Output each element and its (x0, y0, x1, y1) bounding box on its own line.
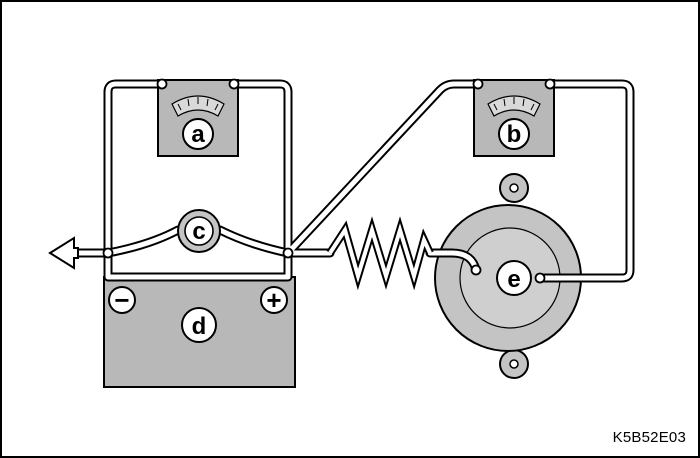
arrow-left-icon (48, 236, 79, 270)
positive-terminal-circle (260, 286, 288, 314)
figure-code: K5B52E03 (612, 429, 686, 446)
callout-a-label: a (191, 121, 205, 148)
meter-b-scale-ticks (493, 97, 535, 111)
positive-terminal-label: + (266, 285, 281, 315)
callout-d-label: d (192, 313, 207, 340)
component-c (177, 209, 221, 253)
negative-terminal-label: − (114, 285, 129, 315)
callout-e-label: e (507, 266, 520, 293)
meter-b-scale (487, 95, 541, 117)
callout-d-circle (181, 307, 217, 343)
meter-b-box (473, 79, 555, 157)
meter-a-scale (171, 95, 225, 117)
callout-b-circle (498, 118, 530, 150)
callout-c-label: c (192, 218, 205, 245)
resistor (326, 216, 434, 291)
meter-a-scale-ticks (177, 97, 219, 111)
negative-terminal-circle (108, 286, 136, 314)
callout-a-circle (182, 118, 214, 150)
callout-b-label: b (507, 121, 522, 148)
callout-e-circle (496, 260, 532, 296)
wires (57, 79, 635, 283)
terminal-dots (102, 78, 556, 284)
